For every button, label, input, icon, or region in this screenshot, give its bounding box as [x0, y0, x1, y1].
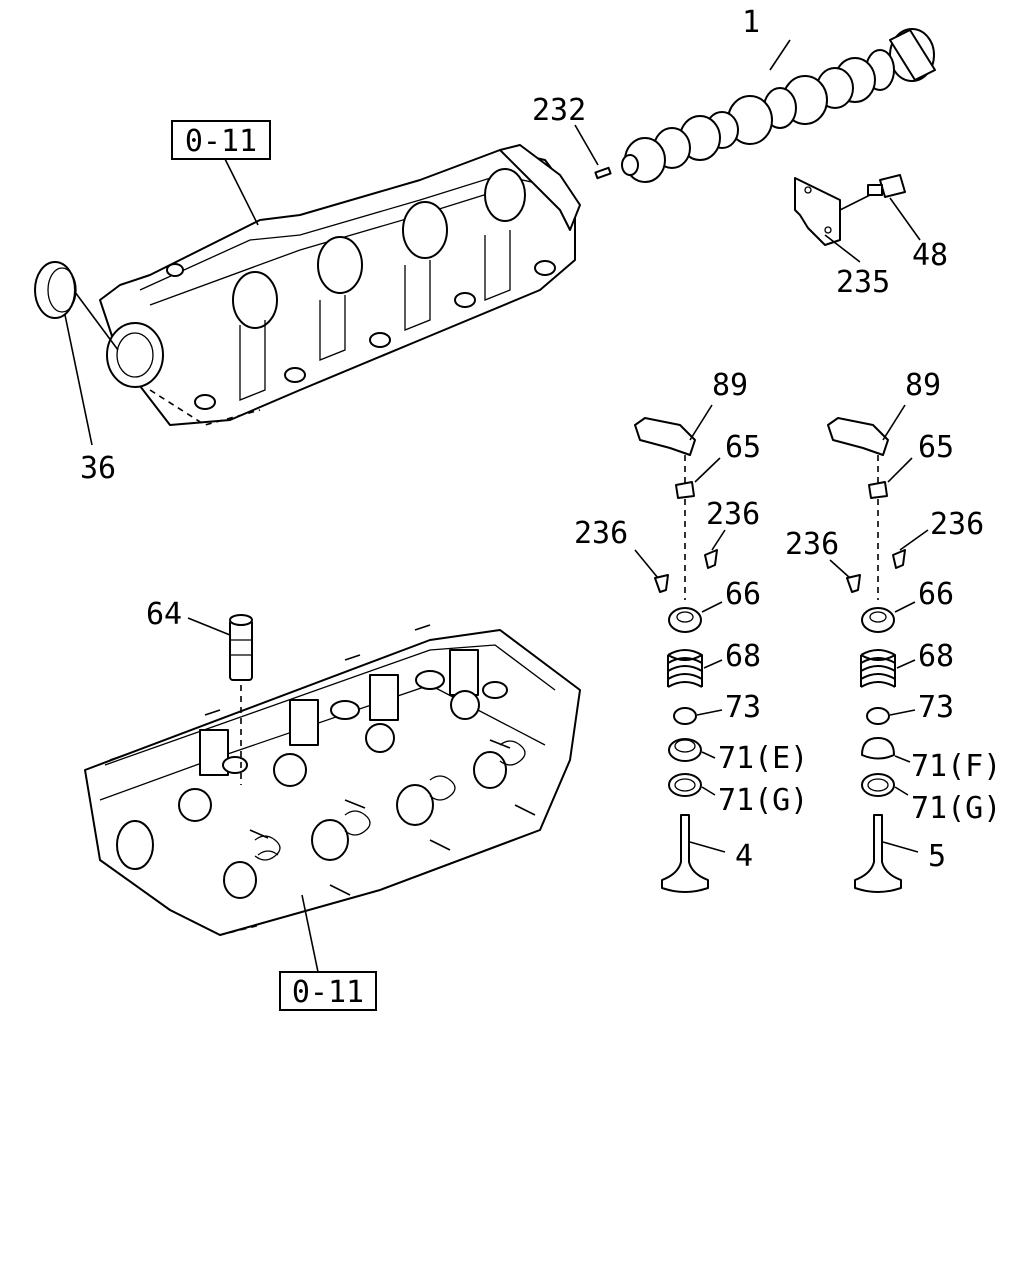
- callout-retainer-right: 66: [918, 577, 954, 612]
- lash-adjuster[interactable]: [187, 614, 253, 785]
- callout-stem-seal-left: 73: [725, 690, 761, 725]
- keeper-right-a[interactable]: [846, 574, 861, 593]
- stem-seal-right[interactable]: [866, 707, 890, 725]
- stem-seal-left[interactable]: [673, 707, 697, 725]
- keeper-left-b[interactable]: [704, 549, 718, 569]
- seat-right[interactable]: [861, 737, 895, 760]
- callout-bracket: 235: [836, 265, 890, 300]
- ref-box-upper: 0-11: [171, 120, 271, 226]
- valve-assembly-left: [634, 404, 726, 893]
- spring-left[interactable]: [667, 649, 703, 688]
- oil-seal[interactable]: [34, 261, 119, 446]
- callout-lash-adjuster: 64: [146, 597, 182, 632]
- callout-seat-right: 71(F): [911, 749, 1001, 784]
- callout-keeper-right-a: 236: [785, 527, 839, 562]
- retainer-right[interactable]: [861, 607, 895, 633]
- exhaust-valve[interactable]: [854, 814, 902, 893]
- callout-bolt: 48: [912, 238, 948, 273]
- callout-cap-left: 65: [725, 430, 761, 465]
- callout-rocker-right: 89: [905, 368, 941, 403]
- valve-cap-left[interactable]: [675, 481, 695, 499]
- cam-housing[interactable]: [99, 144, 581, 426]
- callout-retainer-left: 66: [725, 577, 761, 612]
- callout-spring-right: 68: [918, 639, 954, 674]
- callout-keeper-left-b: 236: [706, 497, 760, 532]
- intake-valve[interactable]: [661, 814, 709, 893]
- washer-left[interactable]: [668, 773, 702, 797]
- callout-intake-valve: 4: [735, 839, 753, 874]
- cylinder-head[interactable]: [84, 624, 581, 936]
- retainer-left[interactable]: [668, 607, 702, 633]
- callout-cap-right: 65: [918, 430, 954, 465]
- camshaft[interactable]: [621, 28, 936, 183]
- ref-lower-label: 0-11: [292, 975, 364, 1010]
- callout-washer-right: 71(G): [911, 791, 1001, 826]
- callout-oil-seal: 36: [80, 451, 116, 486]
- callout-washer-left: 71(G): [718, 783, 808, 818]
- callout-keeper-left-a: 236: [574, 516, 628, 551]
- seat-left[interactable]: [668, 738, 702, 762]
- callout-rocker-left: 89: [712, 368, 748, 403]
- callout-keeper-right-b: 236: [930, 507, 984, 542]
- spring-right[interactable]: [860, 649, 896, 688]
- callout-camshaft: 1: [742, 5, 760, 40]
- keeper-right-b[interactable]: [892, 549, 906, 569]
- bracket[interactable]: [794, 177, 871, 263]
- callout-seat-left: 71(E): [718, 741, 808, 776]
- dowel-pin[interactable]: [574, 124, 612, 180]
- washer-right[interactable]: [861, 773, 895, 797]
- ref-upper-label: 0-11: [185, 124, 257, 159]
- ref-box-lower: 0-11: [279, 894, 377, 1011]
- keeper-left-a[interactable]: [654, 574, 669, 593]
- callout-exhaust-valve: 5: [928, 839, 946, 874]
- valve-assembly-right: [827, 404, 929, 893]
- callout-stem-seal-right: 73: [918, 690, 954, 725]
- valve-cap-right[interactable]: [868, 481, 888, 499]
- callout-pin: 232: [532, 93, 586, 128]
- callout-spring-left: 68: [725, 639, 761, 674]
- bolt[interactable]: [867, 174, 921, 241]
- rocker-arm-right[interactable]: [827, 417, 889, 456]
- rocker-arm-left[interactable]: [634, 417, 696, 456]
